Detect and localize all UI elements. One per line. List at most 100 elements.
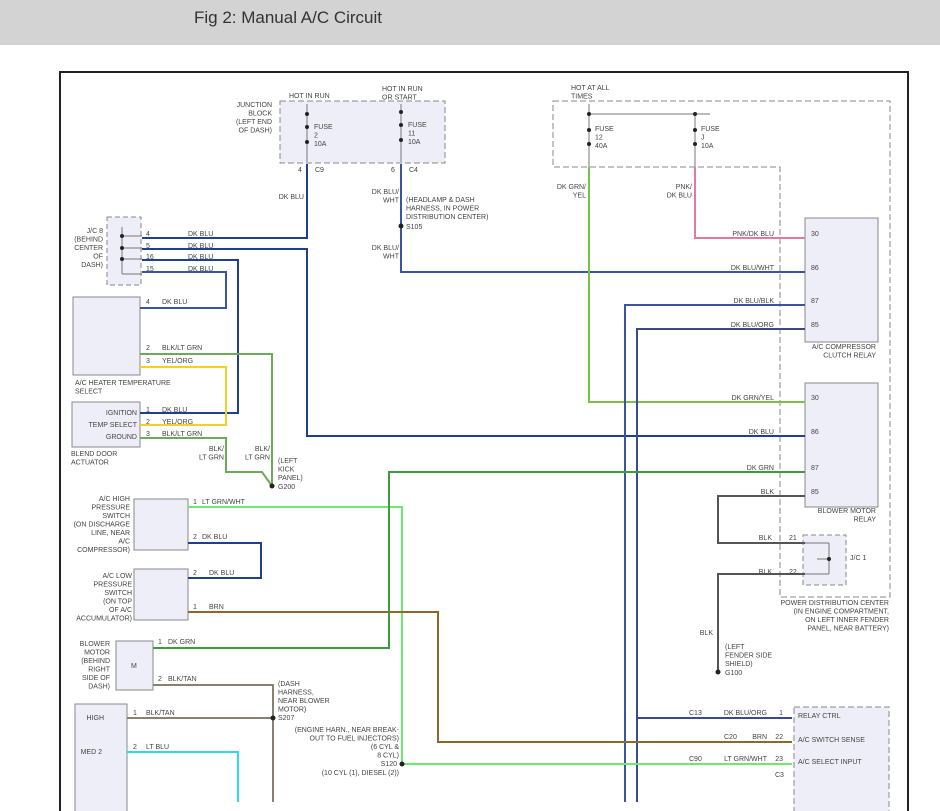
wire-dk-blu-wht-fuse11: [400, 164, 805, 273]
bs-pin-1: 1: [133, 710, 137, 717]
g200-wire-b: BLK/: [255, 446, 270, 453]
wire-dk-blu-blk: [624, 304, 805, 802]
bm-pin-2: 2: [158, 676, 162, 683]
pdc-label: (IN ENGINE COMPARTMENT,: [794, 609, 889, 616]
heater-pin: 3: [146, 358, 150, 365]
heater-wire-label: BLK/LT GRN: [162, 345, 202, 352]
s207-note: (DASH: [278, 681, 300, 688]
pcm-pin: 1: [779, 710, 783, 717]
compressor-relay-box: [804, 217, 879, 343]
conn-c4: C4: [409, 167, 418, 174]
blower-switch-med2: MED 2: [81, 749, 103, 756]
heater-wire-label: YEL/ORG: [162, 358, 193, 365]
compressor-relay-pin: 86: [811, 265, 819, 272]
high-pressure-switch-label: SWITCH: [102, 513, 130, 520]
wire-dk-blu-switches: [188, 542, 262, 579]
blend-door-wire-label: DK BLU: [162, 407, 187, 414]
high-pressure-switch-label: COMPRESSOR): [77, 547, 130, 554]
jc8-pin: 16: [146, 254, 154, 261]
blend-door-pin: 3: [146, 431, 150, 438]
pdc-label: ON LEFT INNER FENDER: [805, 617, 889, 624]
blower-motor-label: (BEHIND: [81, 658, 110, 665]
junction-block-label: BLOCK: [248, 111, 272, 118]
pcm-function: A/C SWITCH SENSE: [798, 737, 865, 744]
jc8-label: CENTER: [74, 245, 103, 252]
low-pressure-switch-label: PRESSURE: [93, 582, 132, 589]
g100-id: G100: [725, 670, 742, 677]
pcm-conn: C20: [724, 734, 737, 741]
junction-block-label: JUNCTION: [237, 102, 272, 109]
compressor-relay-label: A/C COMPRESSOR: [812, 344, 876, 351]
blower-relay-label: RELAY: [854, 517, 877, 524]
compressor-relay-wire: DK BLU/ORG: [731, 322, 774, 329]
s207-note: MOTOR): [278, 707, 306, 714]
g200-wire-a: LT GRN: [199, 455, 224, 462]
bm-wire-1: DK GRN: [168, 639, 195, 646]
jc8-box: [106, 216, 142, 286]
hot-at-all-times: TIMES: [571, 94, 593, 101]
pin-c4: 6: [391, 167, 395, 174]
low-pressure-switch-label: (ON TOP: [103, 599, 132, 606]
high-pressure-switch-label: A/C: [118, 539, 130, 546]
wire-label-dk-blu-wht-2: DK BLU/: [372, 245, 399, 252]
fuse-11-label: FUSE: [408, 122, 427, 129]
wire-blk-85: [717, 495, 805, 544]
pcm-wire: DK BLU/ORG: [724, 710, 767, 717]
blower-relay-label: BLOWER MOTOR: [818, 508, 876, 515]
junction-block-label: OF DASH): [239, 128, 272, 135]
wire-yel-org: [140, 366, 227, 426]
s207-id: S207: [278, 715, 294, 722]
fuse-11-label: 11: [408, 131, 415, 138]
wire-label-pnk-dk-blu-top: DK BLU: [667, 193, 692, 200]
fuse-j-label: FUSE: [701, 126, 720, 133]
s207-note: NEAR BLOWER: [278, 698, 330, 705]
wire-dk-blu-org: [636, 328, 805, 802]
s207-note: HARNESS,: [278, 690, 314, 697]
hot-in-run-or-start-label: OR START: [382, 95, 417, 102]
jc1-label: J/C 1: [850, 555, 866, 562]
compressor-relay-pin: 87: [811, 298, 819, 305]
pcm-conn: C13: [689, 710, 702, 717]
fuse-12-label: 12: [595, 135, 603, 142]
wire-blk-tan-motor: [153, 684, 274, 802]
pdc-box: [552, 100, 891, 598]
g100-location: (LEFT: [725, 644, 745, 651]
pdc-label: POWER DISTRIBUTION CENTER: [780, 600, 889, 607]
heater-pin: 4: [146, 299, 150, 306]
fuse-2-label: FUSE: [314, 124, 333, 131]
harness-note: HARNESS, IN POWER: [406, 206, 479, 213]
bm-wire-2: BLK/TAN: [168, 676, 197, 683]
pcm-pin: 22: [775, 734, 783, 741]
wire-label-dk-blu-wht-1: DK BLU/: [372, 189, 399, 196]
pcm-conn: C90: [689, 756, 702, 763]
harness-note: DISTRIBUTION CENTER): [406, 214, 488, 221]
blower-relay-wire: DK BLU: [749, 429, 774, 436]
blower-motor-box: [115, 640, 154, 691]
blend-door-pin: 2: [146, 419, 150, 426]
wire-dk-blu-jc8-5: [142, 248, 805, 437]
blend-door-terminal: IGNITION: [106, 410, 137, 417]
hps-pin-2: 2: [193, 534, 197, 541]
jc8-label: OF: [93, 254, 103, 261]
jc1-wire-21: BLK: [759, 535, 773, 542]
wire-blk-22: [717, 573, 805, 672]
wire-label-dk-blu-top: DK BLU: [279, 194, 304, 201]
compressor-relay-pin: 30: [811, 231, 819, 238]
jc8-label: J/C 8: [87, 228, 103, 235]
wire-dk-blu-fuse2: [142, 164, 308, 239]
bs-pin-2: 2: [133, 744, 137, 751]
jc1-pin-22: 22: [789, 569, 797, 576]
splice-s105: S105: [406, 224, 422, 231]
blower-motor-label: DASH): [88, 684, 110, 691]
fuse-11-label: 10A: [408, 139, 421, 146]
low-pressure-switch-label: OF A/C: [109, 607, 132, 614]
blower-motor-label: RIGHT: [88, 667, 111, 674]
wire-lt-blu: [127, 751, 239, 802]
wire-lt-grn-wht: [188, 506, 792, 765]
pcm-conn-c3: C3: [775, 772, 784, 779]
pcm-wire: LT GRN/WHT: [724, 756, 768, 763]
s120-note: (ENGINE HARN., NEAR BREAK-: [295, 727, 400, 734]
wire-dk-grn: [153, 471, 805, 649]
g200-id: G200: [278, 484, 295, 491]
